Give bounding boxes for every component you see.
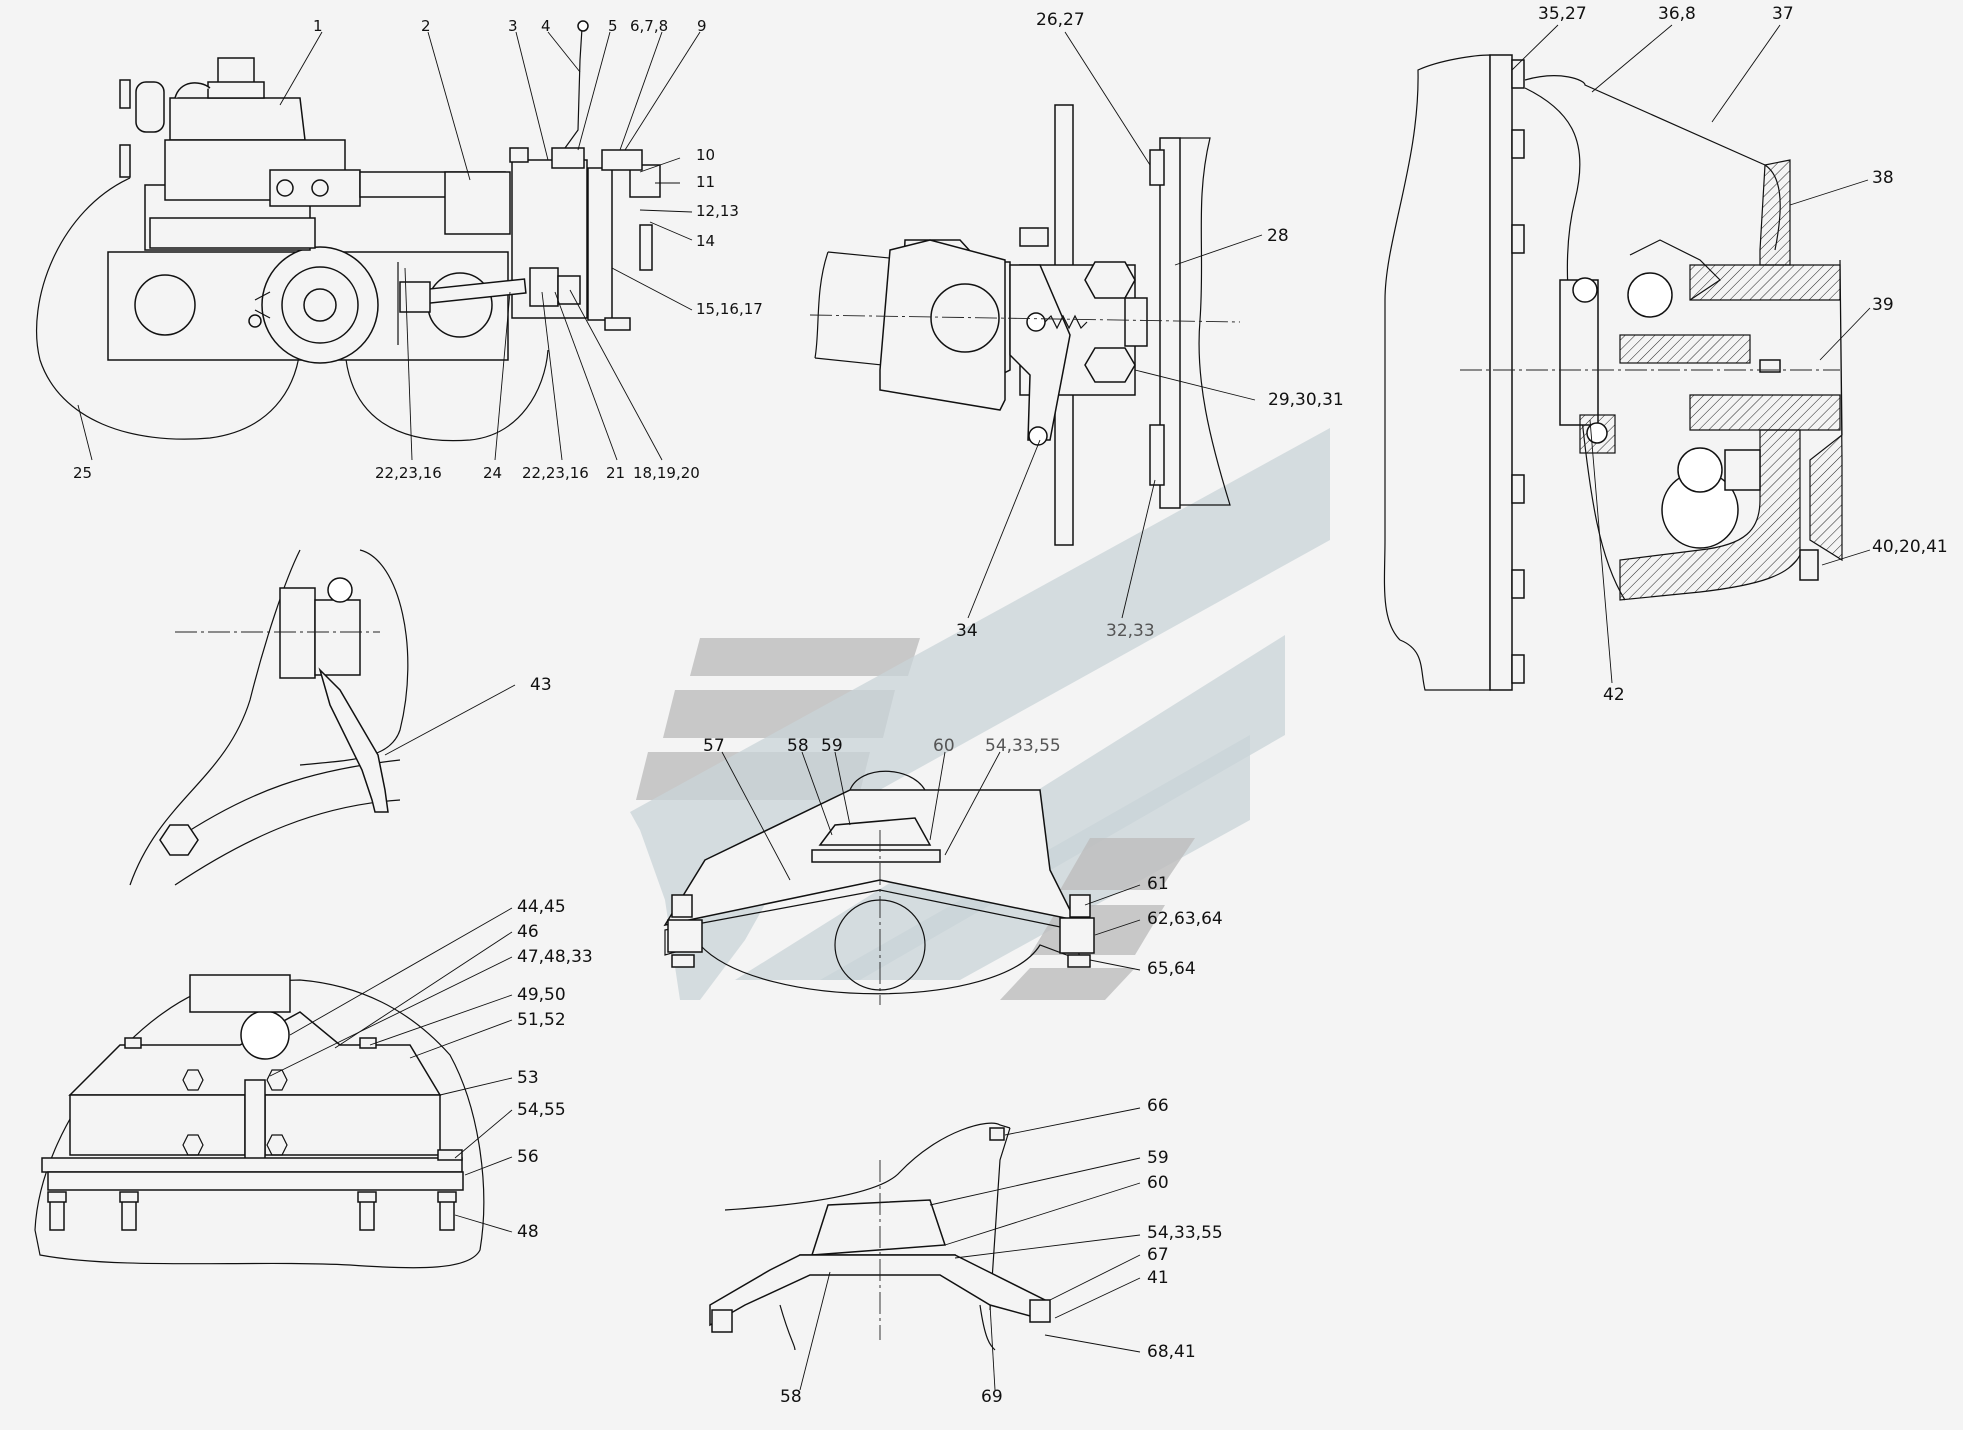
callout-28: 28 (1267, 226, 1289, 246)
callout-10: 10 (696, 146, 715, 164)
lever-detail (129, 549, 409, 886)
callout-61: 61 (1147, 874, 1169, 894)
callout-labels: 1 2 3 4 5 6,7,8 9 10 11 12,13 14 15,16,1… (73, 4, 1948, 1407)
callout-34: 34 (956, 621, 978, 641)
callout-24: 24 (483, 464, 502, 482)
callout-47-48-33: 47,48,33 (517, 947, 593, 967)
callout-39: 39 (1872, 295, 1894, 315)
callout-60-b: 60 (1147, 1173, 1169, 1193)
callout-36-8: 36,8 (1658, 4, 1696, 24)
callout-44-45: 44,45 (517, 897, 566, 917)
callout-18-19-20: 18,19,20 (633, 464, 700, 482)
callout-22-23-16-a: 22,23,16 (375, 464, 442, 482)
callout-59-a: 59 (821, 736, 843, 756)
callout-57: 57 (703, 736, 725, 756)
callout-65-64: 65,64 (1147, 959, 1196, 979)
bracket-mount (709, 1122, 1051, 1351)
bearing-housing (34, 974, 485, 1269)
callout-41: 41 (1147, 1268, 1169, 1288)
callout-37: 37 (1772, 4, 1794, 24)
callout-58-b: 58 (780, 1387, 802, 1407)
clutch-section (1383, 54, 1843, 691)
callout-40-20-41: 40,20,41 (1872, 537, 1948, 557)
callout-14: 14 (696, 232, 715, 250)
callout-12-13: 12,13 (696, 202, 739, 220)
watermark-logo (630, 428, 1330, 1000)
callout-58-a: 58 (787, 736, 809, 756)
callout-42: 42 (1603, 685, 1625, 705)
callout-25: 25 (73, 464, 92, 482)
coupling-view (809, 104, 1241, 546)
tractor-side-leaders (77, 31, 701, 461)
callout-26-27: 26,27 (1036, 10, 1085, 30)
bracket-mount-leaders (799, 1107, 1141, 1391)
callout-3: 3 (508, 17, 518, 35)
callout-54-55: 54,55 (517, 1100, 566, 1120)
lever-leader (384, 684, 516, 756)
callout-48: 48 (517, 1222, 539, 1242)
callout-67: 67 (1147, 1245, 1169, 1265)
callout-6-7-8: 6,7,8 (630, 17, 668, 35)
callout-60-a: 60 (933, 736, 955, 756)
callout-54-33-55-a: 54,33,55 (985, 736, 1061, 756)
callout-46: 46 (517, 922, 539, 942)
callout-32-33: 32,33 (1106, 621, 1155, 641)
center-mount-leaders (721, 751, 1141, 971)
tractor-side-view (36, 20, 661, 442)
coupling-leaders (967, 31, 1263, 619)
callout-62-63-64: 62,63,64 (1147, 909, 1223, 929)
callout-1: 1 (313, 17, 323, 35)
callout-66: 66 (1147, 1096, 1169, 1116)
callout-5: 5 (608, 17, 618, 35)
bearing-housing-leaders (269, 907, 513, 1233)
callout-49-50: 49,50 (517, 985, 566, 1005)
callout-35-27: 35,27 (1538, 4, 1587, 24)
callout-69: 69 (981, 1387, 1003, 1407)
callout-38: 38 (1872, 168, 1894, 188)
callout-21: 21 (606, 464, 625, 482)
callout-68-41: 68,41 (1147, 1342, 1196, 1362)
callout-2: 2 (421, 17, 431, 35)
callout-22-23-16-b: 22,23,16 (522, 464, 589, 482)
callout-54-33-55-b: 54,33,55 (1147, 1223, 1223, 1243)
callout-4: 4 (541, 17, 551, 35)
callout-56: 56 (517, 1147, 539, 1167)
callout-9: 9 (697, 17, 707, 35)
callout-51-52: 51,52 (517, 1010, 566, 1030)
callout-53: 53 (517, 1068, 539, 1088)
center-mount (663, 770, 1095, 1005)
callout-15-16-17: 15,16,17 (696, 300, 763, 318)
callout-43: 43 (530, 675, 552, 695)
callout-59-b: 59 (1147, 1148, 1169, 1168)
callout-11: 11 (696, 173, 715, 191)
clutch-leaders (1511, 24, 1871, 684)
callout-29-30-31: 29,30,31 (1268, 390, 1344, 410)
